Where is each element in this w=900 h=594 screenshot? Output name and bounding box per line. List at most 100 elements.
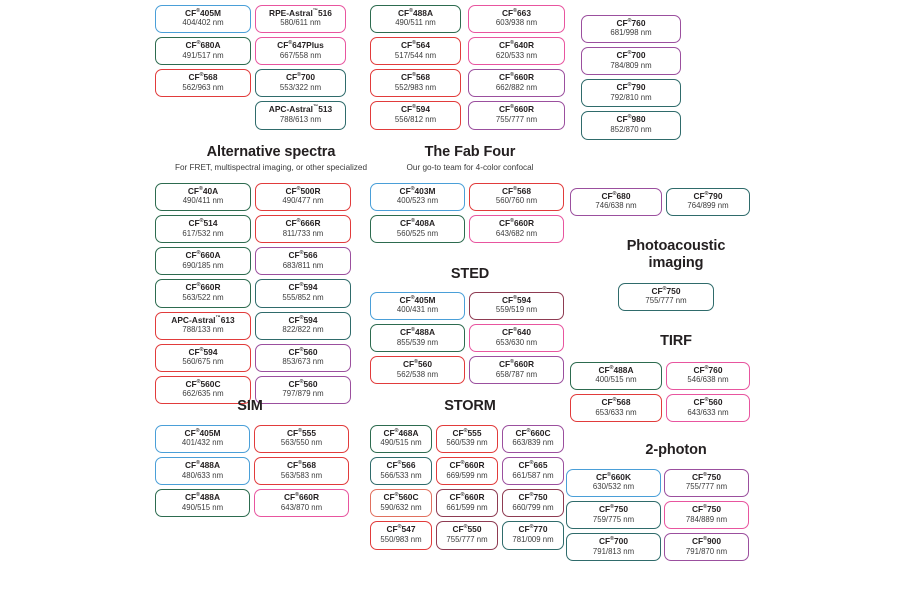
trademark-mark: ® bbox=[410, 295, 415, 302]
trademark-mark: ® bbox=[298, 460, 302, 467]
fluorophore-name: CF®560C bbox=[383, 493, 418, 502]
wavelength-pair: 491/517 nm bbox=[182, 50, 224, 60]
section-title: STORM bbox=[444, 398, 496, 414]
fluorophore-number: 660R bbox=[513, 218, 535, 229]
fluorophore-number: 700 bbox=[631, 50, 646, 61]
fluorophore-brand: CF bbox=[595, 472, 608, 482]
fluorophore-number: 647Plus bbox=[292, 40, 324, 51]
trademark-mark: ® bbox=[612, 397, 617, 404]
fluorophore-number: 640R bbox=[513, 40, 535, 51]
fluorophore-brand: CF bbox=[286, 72, 298, 83]
fluorophore-number: 516 bbox=[317, 8, 332, 18]
trademark-mark: ® bbox=[299, 282, 304, 289]
fluorophore-brand: CF bbox=[515, 428, 527, 438]
trademark-mark: ® bbox=[196, 250, 201, 257]
fluorophore-name: CF®405M bbox=[185, 8, 221, 18]
section-title: TIRF bbox=[660, 333, 692, 349]
trademark-mark: ™ bbox=[313, 104, 319, 111]
wavelength-pair: 556/812 nm bbox=[394, 114, 437, 124]
fluorophore-brand: CF bbox=[399, 327, 412, 338]
fluorophore-number: 594 bbox=[303, 314, 318, 325]
fluorophore-number: 560 bbox=[708, 397, 723, 408]
trademark-mark: ® bbox=[199, 218, 204, 225]
trademark-mark: ® bbox=[627, 18, 632, 25]
fluorophore-name: CF®514 bbox=[189, 218, 218, 228]
